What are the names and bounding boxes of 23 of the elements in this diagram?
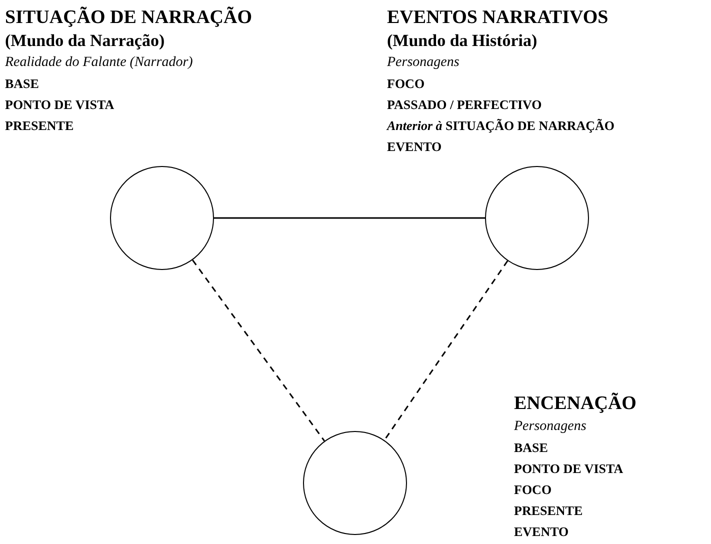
text-line: Anterior à SITUAÇÃO DE NARRAÇÃO — [387, 117, 615, 135]
text-line: PONTO DE VISTA — [5, 96, 114, 114]
subheading: (Mundo da História) — [387, 30, 538, 52]
text-line: Personagens — [514, 418, 586, 436]
text-line: PRESENTE — [514, 502, 583, 520]
text-line: FOCO — [514, 481, 552, 499]
connector-line — [214, 217, 485, 219]
heading: ENCENAÇÃO — [514, 392, 636, 416]
text-line: PASSADO / PERFECTIVO — [387, 96, 542, 114]
text-line: BASE — [5, 75, 39, 93]
text-line: FOCO — [387, 75, 425, 93]
text-line: EVENTO — [387, 138, 442, 156]
text-line: PONTO DE VISTA — [514, 460, 624, 478]
text-line: Personagens — [387, 54, 460, 72]
heading: EVENTOS NARRATIVOS — [387, 6, 608, 30]
text-line: PRESENTE — [5, 117, 74, 135]
text-line: Realidade do Falante (Narrador) — [5, 54, 193, 72]
text-line: BASE — [514, 439, 548, 457]
text-line: EVENTO — [514, 523, 569, 541]
heading: SITUAÇÃO DE NARRAÇÃO — [5, 6, 252, 30]
dashed-line — [384, 260, 508, 441]
dashed-line — [192, 260, 325, 442]
subheading: (Mundo da Narração) — [5, 30, 165, 52]
